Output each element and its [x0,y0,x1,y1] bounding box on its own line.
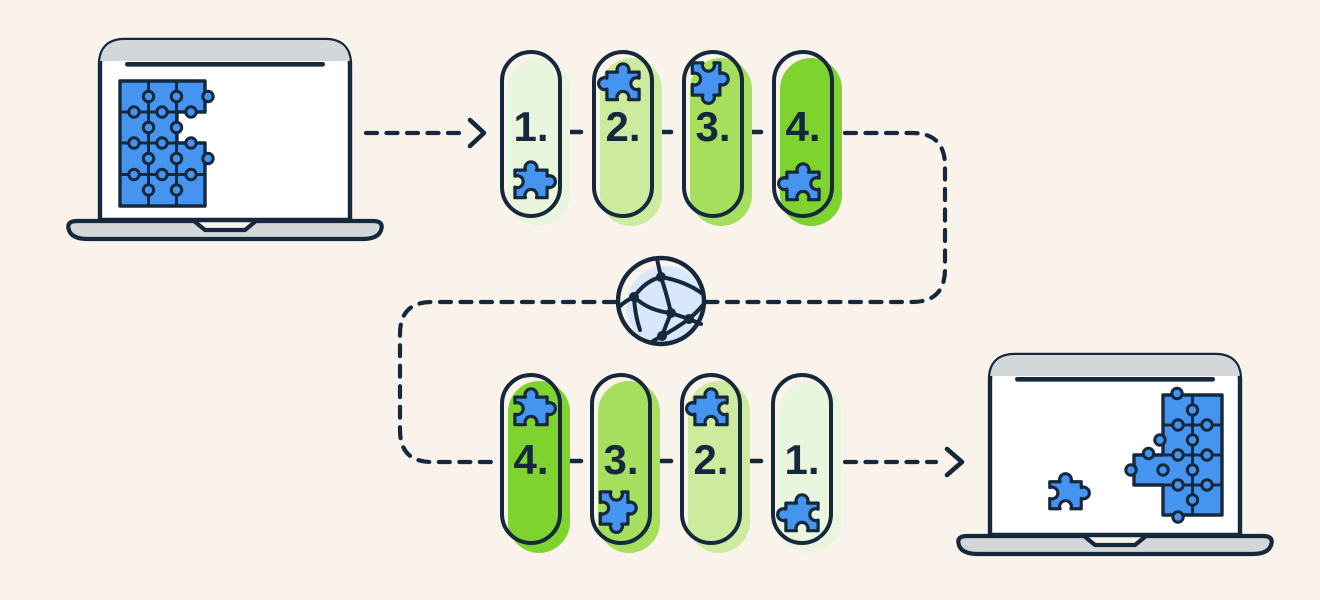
packet-number: 3. [695,103,731,150]
packet-outline [680,373,742,545]
packet-pill-bottom-4: 4. [500,373,570,553]
globe-network-icon [615,255,707,347]
packet-outline [590,373,652,545]
puzzle-grid-partial [118,79,215,208]
puzzle-piece-icon [513,160,557,200]
packet-number: 1. [784,436,820,483]
arrowhead-right-icon [467,117,487,149]
laptop-camera-bar [1015,377,1215,382]
arrowheads [467,117,965,478]
puzzle-piece-icon [513,387,557,427]
puzzle-knobs [1124,386,1214,524]
laptop-top-bar [100,40,350,61]
packet-outline [771,373,833,545]
packet-outline [500,373,562,545]
puzzle-piece-icon [597,62,641,102]
laptop-camera-bar [125,62,325,67]
packet-number: 2. [693,436,729,483]
packet-pill-top-3: 3. [682,50,752,226]
receiver-laptop-icon [956,352,1274,557]
puzzle-grid-reassembling [1124,386,1224,524]
laptop-top-bar [990,355,1240,376]
packet-number: 4. [513,436,549,483]
puzzle-piece-icon [777,162,821,202]
packet-pill-bottom-1: 1. [771,373,841,553]
laptop-base [66,218,384,242]
packet-number: 1. [513,103,549,150]
laptop-base [956,533,1274,557]
puzzle-piece-icon [598,490,638,534]
puzzle-piece-icon [776,493,820,533]
packet-pill-bottom-3: 3. [590,373,660,553]
packet-outline [592,50,654,218]
puzzle-piece-icon [690,61,730,105]
packet-number: 3. [603,436,639,483]
puzzle-piece-icon [685,387,729,427]
packet-pill-top-1: 1. [500,50,570,226]
packet-outline [500,50,562,218]
packet-pill-top-2: 2. [592,50,662,226]
packet-number: 2. [605,103,641,150]
packet-outline [772,50,834,218]
packet-number: 4. [785,103,821,150]
arrowhead-right-icon [944,446,965,478]
packet-outline [682,50,744,218]
packet-pill-bottom-2: 2. [680,373,750,553]
puzzle-knobs [127,89,215,197]
packet-pill-top-4: 4. [772,50,842,226]
network-nodes [629,272,694,341]
inter-packet-dashes [568,129,764,464]
globe-outline [615,255,707,347]
sender-laptop-icon [66,37,384,242]
